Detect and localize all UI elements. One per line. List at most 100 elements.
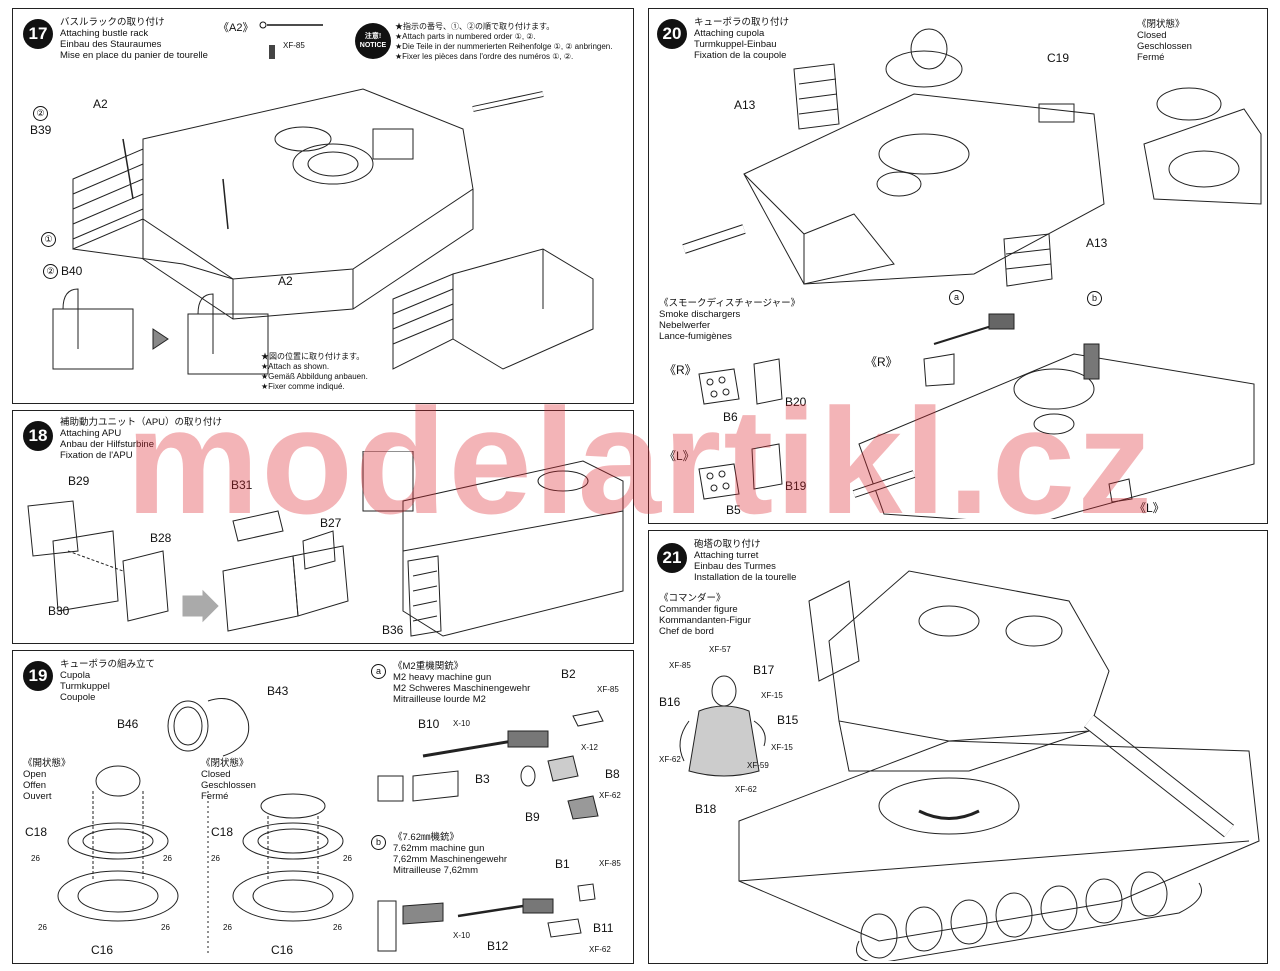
smoke-ja: 《スモークディスチャージャー》	[659, 298, 801, 309]
part-label-a13-b: A13	[1086, 236, 1108, 250]
screw-26: 26	[163, 854, 172, 863]
part-label-b11: B11	[593, 921, 614, 935]
part-label-b43: B43	[267, 684, 289, 698]
closed-fr: Fermé	[1137, 52, 1165, 63]
part-label-b46: B46	[117, 717, 139, 731]
smoke-de: Nebelwerfer	[659, 320, 711, 331]
title-ja: 砲塔の取り付け	[694, 539, 761, 550]
smoke-dischargers-title: 《スモークディスチャージャー》 Smoke dischargers Nebelw…	[659, 298, 800, 342]
title-en: Attaching bustle rack	[60, 28, 149, 39]
step-number: 21	[657, 543, 687, 573]
smoke-en: Smoke dischargers	[659, 309, 741, 320]
step-number: 20	[657, 19, 687, 49]
step-18-panel: 18 補助動力ユニット（APU）の取り付け Attaching APU Anba…	[12, 410, 634, 644]
title-de: Anbau der Hilfsturbine	[60, 439, 154, 450]
part-label-c19: C19	[1047, 51, 1070, 65]
closed-ja: 《閉状態》	[201, 758, 249, 769]
notice-badge: 注意! NOTICE	[355, 23, 391, 59]
commander-fr: Chef de bord	[659, 626, 714, 637]
step-17-panel: 17 バスルラックの取り付け Attaching bustle rack Ein…	[12, 8, 634, 404]
part-label-c16-closed: C16	[271, 943, 294, 957]
part-label-c18-open: C18	[25, 825, 48, 839]
paint-code: XF-15	[761, 691, 783, 700]
attach-note: ★図の位置に取り付けます。 ★Attach as shown. ★Gemäß A…	[261, 352, 368, 392]
part-label-b28: B28	[150, 531, 172, 545]
title-ja: 補助動力ユニット（APU）の取り付け	[60, 417, 223, 428]
step-title: キューポラの組み立て Cupola Turmkuppel Coupole	[60, 659, 155, 703]
title-en: Attaching cupola	[694, 28, 765, 39]
gun-b-title: 《7.62㎜機銃》 7.62mm machine gun 7,62mm Masc…	[393, 832, 507, 876]
part-label-b3: B3	[475, 772, 490, 786]
gun-b-fr: Mitrailleuse 7,62mm	[393, 865, 478, 876]
screw-26: 26	[161, 923, 170, 932]
step-title: バスルラックの取り付け Attaching bustle rack Einbau…	[60, 17, 208, 61]
title-fr: Mise en place du panier de tourelle	[60, 50, 208, 61]
title-en: Attaching APU	[60, 428, 122, 439]
gun-a-fr: Mitrailleuse lourde M2	[393, 694, 486, 705]
tank-hull-drawing	[649, 541, 1267, 961]
paint-code: XF-85	[283, 41, 305, 50]
title-fr: Coupole	[60, 692, 96, 703]
title-fr: Installation de la tourelle	[694, 572, 797, 583]
part-label-b2: B2	[561, 667, 576, 681]
gun-a-ja: 《M2重機関銃》	[393, 661, 464, 672]
smoke-fr: Lance-fumigènes	[659, 331, 732, 342]
cupola-drawing	[23, 671, 368, 961]
part-label-b10: B10	[418, 717, 440, 731]
part-label-c16-open: C16	[91, 943, 114, 957]
part-label-step-2b: ②	[43, 263, 58, 279]
screw-26: 26	[31, 854, 40, 863]
attach-note-line: ★Gemäß Abbildung anbauen.	[261, 372, 368, 381]
part-label-b6: B6	[723, 410, 738, 424]
gun-b-letter: b	[371, 834, 386, 850]
closed-ja: 《閉状態》	[1137, 19, 1185, 30]
screw-26: 26	[211, 854, 220, 863]
paint-code: X-10	[453, 719, 470, 728]
attach-note-line: ★Fixer comme indiqué.	[261, 382, 345, 391]
paint-code: XF-59	[747, 761, 769, 770]
gun-a-letter: a	[371, 663, 386, 679]
notice-line: ★Die Teile in der nummerierten Reihenfol…	[395, 42, 613, 51]
part-label-b29: B29	[68, 474, 90, 488]
step-19-panel: 19 キューポラの組み立て Cupola Turmkuppel Coupole	[12, 650, 634, 964]
title-de: Einbau des Stauraumes	[60, 39, 162, 50]
part-label-step-1: ①	[41, 231, 56, 247]
notice-line: ★Fixer les pièces dans l'ordre des numér…	[395, 52, 574, 61]
inset-label-a2: 《A2》	[218, 22, 254, 34]
gun-b-en: 7.62mm machine gun	[393, 843, 485, 854]
commander-en: Commander figure	[659, 604, 738, 615]
paint-code: XF-85	[599, 859, 621, 868]
part-label-b18: B18	[695, 802, 717, 816]
step-number: 17	[23, 19, 53, 49]
a2-part-inset	[253, 19, 333, 59]
turret-bustle-drawing	[33, 69, 623, 399]
open-ja: 《開状態》	[23, 758, 71, 769]
part-label-a2: A2	[93, 97, 108, 111]
notice-ja: 注意!	[364, 33, 382, 40]
part-label-b30: B30	[48, 604, 70, 618]
paint-code: XF-15	[771, 743, 793, 752]
side-label-l-turret: 《L》	[1134, 501, 1165, 515]
closed-en: Closed	[201, 769, 231, 780]
step-number: 18	[23, 421, 53, 451]
side-label-r: 《R》	[664, 363, 697, 377]
part-label-b12: B12	[487, 939, 509, 953]
part-label-a2-b: A2	[278, 274, 293, 288]
paint-code: X-12	[581, 743, 598, 752]
closed-fr: Fermé	[201, 791, 229, 802]
gun-a-title: 《M2重機関銃》 M2 heavy machine gun M2 Schwere…	[393, 661, 530, 705]
part-label-b31: B31	[231, 478, 253, 492]
step-20-panel: 20 キューポラの取り付け Attaching cupola Turmkuppe…	[648, 8, 1268, 524]
step-number: 19	[23, 661, 53, 691]
notice-en: NOTICE	[359, 42, 387, 49]
m2-gun-drawing	[373, 701, 628, 831]
screw-26: 26	[223, 923, 232, 932]
screw-26: 26	[343, 854, 352, 863]
title-en: Cupola	[60, 670, 91, 681]
title-de: Einbau des Turmes	[694, 561, 776, 572]
title-de: Turmkuppel	[60, 681, 110, 692]
closed-de: Geschlossen	[1137, 41, 1192, 52]
notice-line: ★指示の番号、①、②の順で取り付けます。	[395, 22, 555, 31]
paint-code: XF-57	[709, 645, 731, 654]
open-en: Open	[23, 769, 47, 780]
